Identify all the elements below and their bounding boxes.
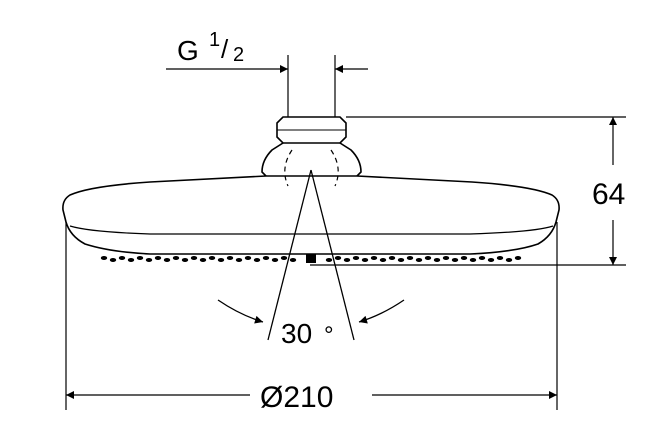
nozzle-dot [145, 258, 153, 262]
spray-angle-dimension [217, 169, 405, 341]
nozzle-dot [253, 258, 261, 262]
neck [261, 142, 362, 177]
nozzle-dot [271, 258, 279, 262]
angle-unit: ° [324, 322, 334, 349]
nozzle-dot [190, 256, 198, 260]
nozzle-dot [280, 256, 288, 260]
thread-label: G [177, 35, 199, 66]
nozzle-dot [217, 258, 225, 262]
nozzle-dot [226, 256, 234, 260]
angle-arrow-right [358, 299, 405, 324]
nozzle-dot [325, 258, 333, 262]
diameter-symbol: Ø [260, 381, 283, 414]
thread-denominator: 2 [233, 44, 244, 66]
hidden-lines [284, 149, 339, 187]
nozzle-dot [109, 258, 117, 262]
nozzle-dot [442, 256, 450, 260]
nozzle-dot [208, 256, 216, 260]
nozzle-row [100, 254, 522, 263]
nozzle-dot [136, 256, 144, 260]
nozzle-dot [244, 256, 252, 260]
nozzle-dot [172, 256, 180, 260]
nozzle-dot [487, 258, 495, 262]
nozzle-dot [199, 258, 207, 262]
nozzle-dot [235, 258, 243, 262]
nozzle-dot [415, 258, 423, 262]
nozzle-dot [514, 256, 522, 260]
thread-numerator: 1 [209, 29, 220, 51]
nozzle-dot [352, 256, 360, 260]
nozzle-dot [433, 258, 441, 262]
nozzle-dot [370, 256, 378, 260]
spray-line-right [310, 169, 355, 341]
angle-arrow-left [217, 299, 264, 324]
nozzle-dot [388, 256, 396, 260]
diameter-label: Ø210 [260, 381, 333, 414]
nozzle-dot [334, 256, 342, 260]
thread-slash: / [221, 34, 229, 64]
diameter-value: 210 [283, 381, 333, 414]
spray-line-left [267, 169, 312, 341]
disc-rim [69, 225, 554, 235]
angle-value: 30 [281, 318, 312, 349]
nozzle-dot [118, 256, 126, 260]
nozzle-dot [163, 258, 171, 262]
nozzle-dot [379, 258, 387, 262]
nozzle-dot [343, 258, 351, 262]
nozzle-dot [460, 256, 468, 260]
nozzle-dot [496, 256, 504, 260]
nozzle-dot [505, 258, 513, 262]
height-label: 64 [592, 178, 625, 211]
nozzle-dot [361, 258, 369, 262]
nozzle-dot [100, 256, 108, 260]
nozzle-dot [478, 256, 486, 260]
diameter-dimension [65, 222, 558, 410]
nozzle-dot [262, 256, 270, 260]
center-nozzle [306, 254, 316, 263]
thread-prefix: G [177, 35, 199, 66]
shower-head-body [62, 116, 560, 255]
height-dimension [310, 116, 626, 266]
angle-label: 30 ° [281, 318, 334, 349]
nozzle-dot [397, 258, 405, 262]
nozzle-dot [406, 256, 414, 260]
nozzle-dot [469, 258, 477, 262]
nozzle-dot [451, 258, 459, 262]
disc-outline [62, 175, 560, 255]
nozzle-dot [154, 256, 162, 260]
nozzle-dot [289, 258, 297, 262]
nozzle-dot [127, 258, 135, 262]
nozzle-dot [424, 256, 432, 260]
nozzle-dot [181, 258, 189, 262]
thread-dimension [166, 55, 368, 117]
